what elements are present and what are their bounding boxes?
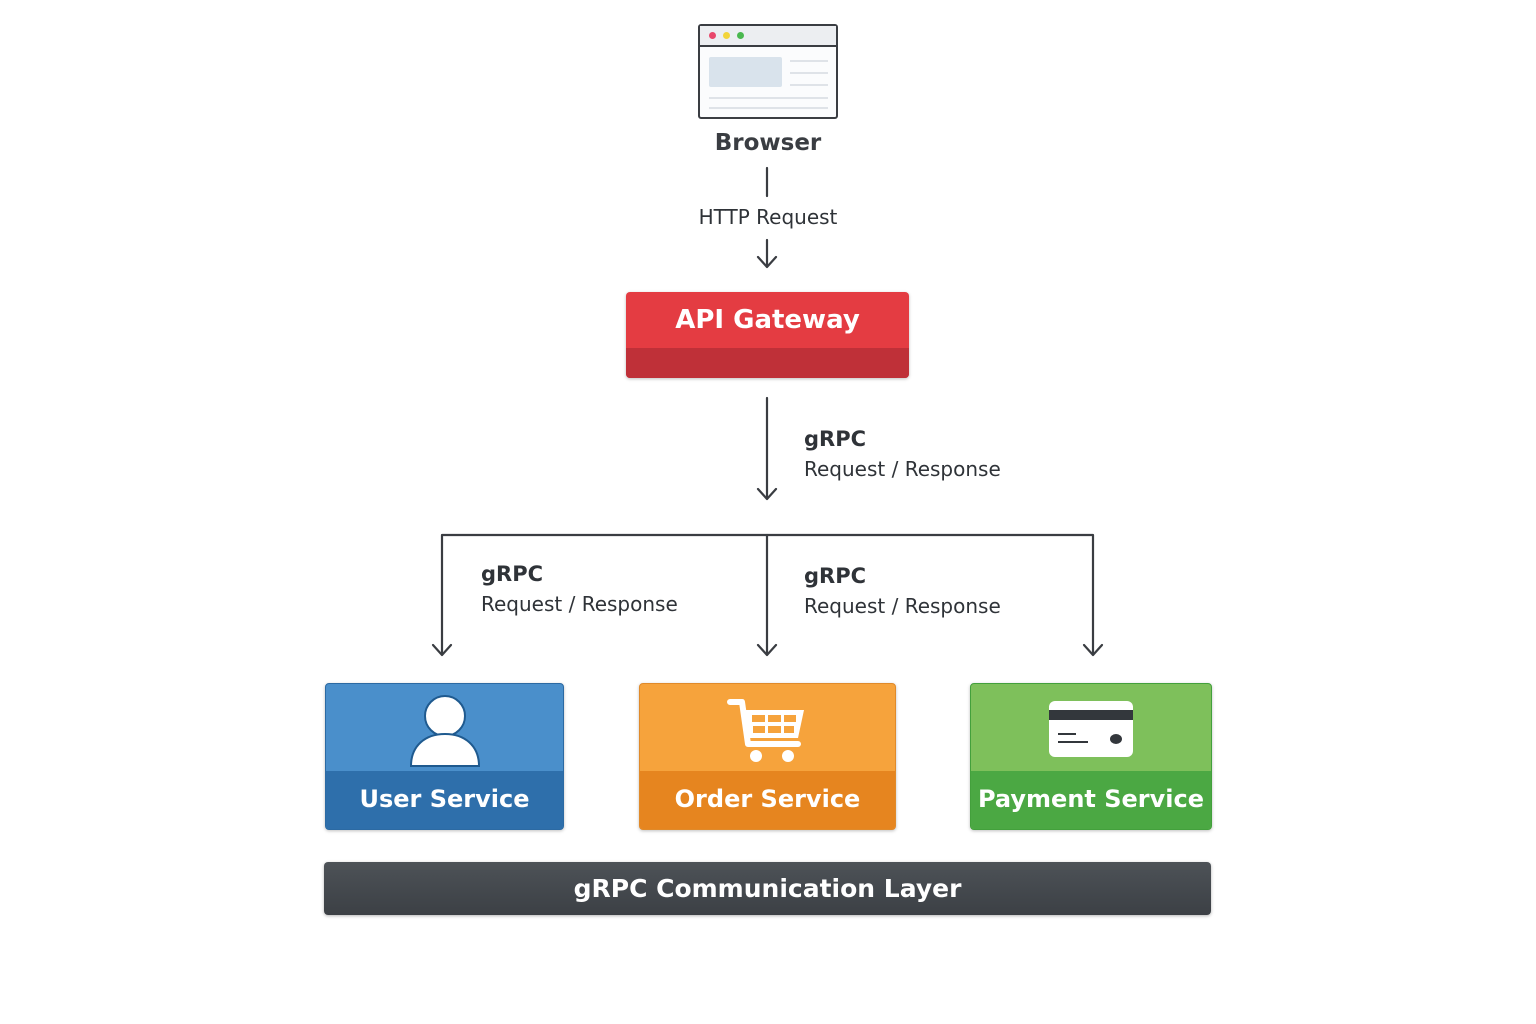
order-service-label: Order Service (674, 785, 861, 813)
http-request-label: HTTP Request (698, 205, 838, 229)
content-line (709, 97, 828, 99)
grpc-communication-layer: gRPC Communication Layer (324, 862, 1211, 915)
window-minimize-dot (723, 32, 730, 39)
api-gateway-label: API Gateway (675, 305, 860, 335)
shopping-cart-icon (726, 699, 804, 762)
content-line (709, 107, 828, 109)
http-arrow-head (756, 255, 778, 269)
content-line (790, 72, 828, 74)
arrow-head-order (756, 643, 778, 657)
arrow-head-payment (1082, 643, 1104, 657)
payment-service-box: Payment Service (970, 683, 1212, 830)
window-close-dot (709, 32, 716, 39)
credit-card-icon (1049, 701, 1133, 757)
arrow-head-user (431, 643, 453, 657)
protocol-label: gRPC (804, 427, 867, 451)
branch-label-right: gRPC Request / Response (804, 561, 1001, 621)
content-line (790, 60, 828, 62)
browser-window-icon (698, 24, 838, 119)
gateway-grpc-label: gRPC Request / Response (804, 424, 1001, 484)
user-service-box: User Service (325, 683, 564, 830)
payment-service-label: Payment Service (977, 785, 1205, 813)
request-response-label: Request / Response (804, 594, 1001, 618)
request-response-label: Request / Response (481, 592, 678, 616)
user-service-label: User Service (359, 785, 530, 813)
gateway-arrow-head (756, 487, 778, 501)
communication-layer-label: gRPC Communication Layer (573, 874, 962, 903)
browser-label: Browser (714, 130, 822, 156)
api-gateway-box: API Gateway (626, 292, 909, 378)
window-maximize-dot (737, 32, 744, 39)
protocol-label: gRPC (804, 564, 867, 588)
branch-label-left: gRPC Request / Response (481, 559, 678, 619)
protocol-label: gRPC (481, 562, 544, 586)
browser-content-image (709, 57, 782, 87)
request-response-label: Request / Response (804, 457, 1001, 481)
order-service-box: Order Service (639, 683, 896, 830)
content-line (790, 84, 828, 86)
user-icon (409, 695, 480, 767)
